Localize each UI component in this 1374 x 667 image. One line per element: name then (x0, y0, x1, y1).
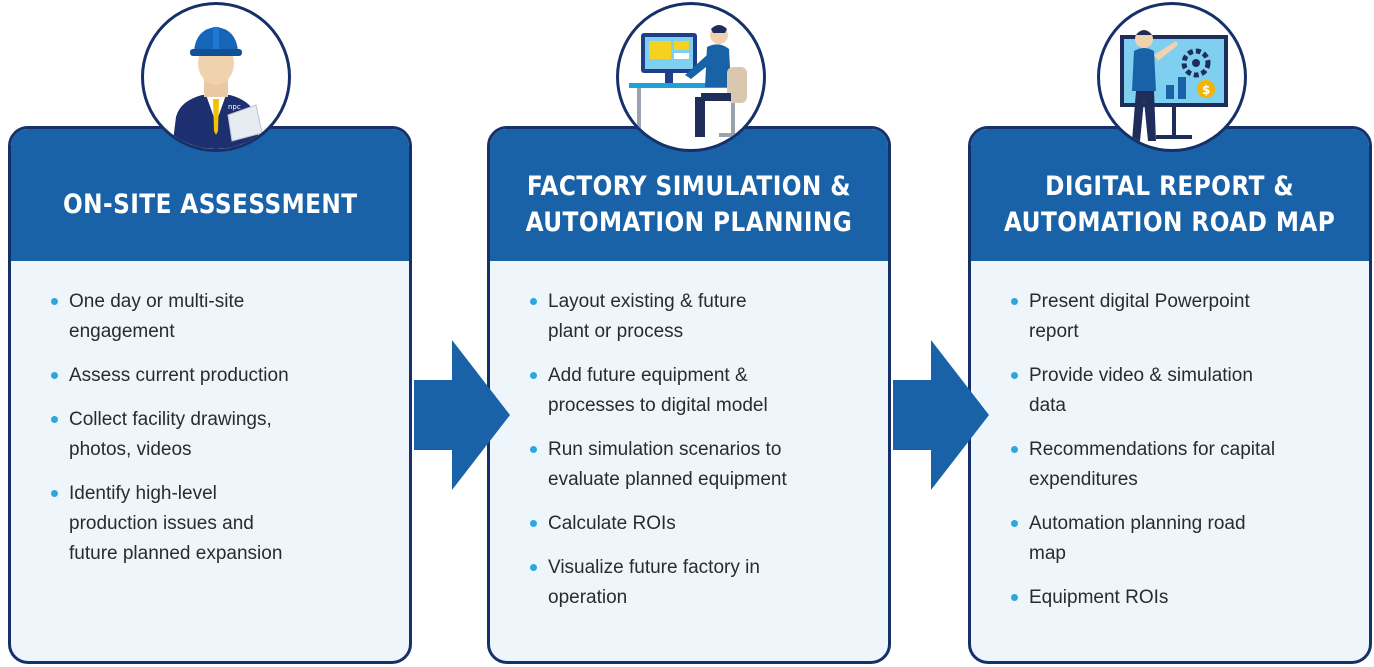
list-item: Assess current production (51, 361, 389, 391)
step-card-on-site-assessment: ON-SITE ASSESSMENT One day or multi-site… (8, 126, 412, 664)
list-item: One day or multi-site engagement (51, 287, 389, 347)
computer-workstation-icon (616, 2, 766, 152)
bullet-list: Layout existing & future plant or proces… (490, 261, 888, 613)
list-item: Equipment ROIs (1011, 583, 1349, 613)
list-item: Calculate ROIs (530, 509, 868, 539)
arrow-right-icon (414, 340, 510, 490)
list-item: Automation planning road map (1011, 509, 1349, 569)
svg-text:$: $ (1202, 83, 1210, 97)
list-item: Visualize future factory in operation (530, 553, 868, 613)
list-item: Recommendations for capital expenditures (1011, 435, 1349, 495)
bullet-list: Present digital Powerpoint report Provid… (971, 261, 1369, 613)
list-item: Run simulation scenarios to evaluate pla… (530, 435, 868, 495)
list-item: Layout existing & future plant or proces… (530, 287, 868, 347)
engineer-icon: npc (141, 2, 291, 152)
list-item: Identify high-level production issues an… (51, 479, 389, 569)
list-item: Present digital Powerpoint report (1011, 287, 1349, 347)
list-item: Add future equipment & processes to digi… (530, 361, 868, 421)
step-card-digital-report: DIGITAL REPORT & AUTOMATION ROAD MAP Pre… (968, 126, 1372, 664)
list-item: Collect facility drawings, photos, video… (51, 405, 389, 465)
list-item: Provide video & simulation data (1011, 361, 1349, 421)
arrow-right-icon (893, 340, 989, 490)
card-title: DIGITAL REPORT & AUTOMATION ROAD MAP (1004, 171, 1336, 238)
badge-logo-text: npc (228, 103, 241, 111)
card-title: FACTORY SIMULATION & AUTOMATION PLANNING (525, 171, 853, 238)
bullet-list: One day or multi-site engagement Assess … (11, 261, 409, 569)
step-card-factory-simulation: FACTORY SIMULATION & AUTOMATION PLANNING… (487, 126, 891, 664)
presentation-board-icon: $ (1097, 2, 1247, 152)
card-title: ON-SITE ASSESSMENT (62, 189, 358, 220)
